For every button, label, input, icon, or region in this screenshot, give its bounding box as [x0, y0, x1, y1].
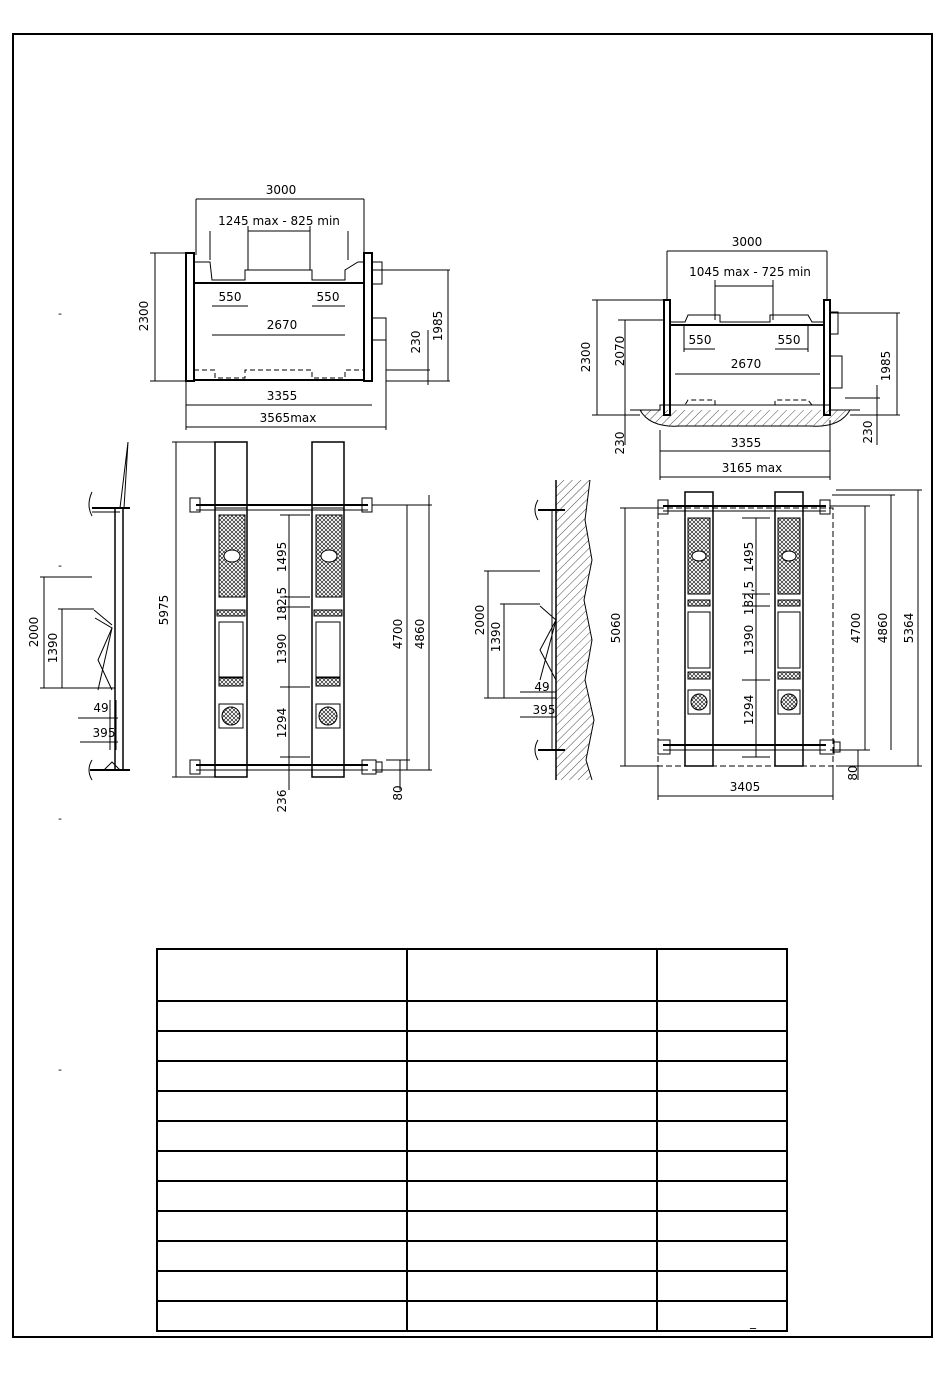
- dim-height-right-view: 2300: [579, 342, 593, 373]
- dim-80-left: 80: [391, 785, 405, 800]
- dim-2000-right: 2000: [473, 605, 487, 636]
- dim-4700-left: 4700: [391, 619, 405, 650]
- dim-5060: 5060: [609, 613, 623, 644]
- dim-pad-right: 550: [317, 290, 340, 304]
- table-row: [156, 1210, 788, 1242]
- side-view-right: [484, 479, 595, 781]
- dim-height-outer: 1985: [879, 351, 893, 382]
- side-view-left: [40, 441, 130, 781]
- dim-5364: 5364: [902, 613, 916, 644]
- dim-1390-top-right: 1390: [742, 625, 756, 656]
- margin-tick: -: [58, 559, 62, 572]
- dim-182-left: 182,5: [275, 587, 289, 621]
- dim-3000-right: 3000: [732, 235, 763, 249]
- table-end-mark: _: [750, 1315, 756, 1329]
- top-view-right-labels: 5060 1495 182,5 1390 1294 4700 4860 5364…: [609, 542, 916, 794]
- top-view-left: [172, 441, 432, 790]
- dim-1294-left: 1294: [275, 708, 289, 739]
- dim-1390-left: 1390: [46, 633, 60, 664]
- dim-height-inner: 2070: [613, 336, 627, 367]
- table-row: [156, 1060, 788, 1092]
- dim-80-right: 80: [846, 765, 860, 780]
- dim-4860-left: 4860: [413, 619, 427, 650]
- dim-3405: 3405: [730, 780, 761, 794]
- side-view-right-labels: 2000 1390 49 395: [473, 605, 555, 717]
- dim-height: 2300: [137, 301, 151, 332]
- dim-1495-left: 1495: [275, 542, 289, 573]
- dim-1390-right: 1390: [489, 622, 503, 653]
- top-view-left-labels: 5975 1495 182,5 1390 1294 4700 4860 236 …: [157, 542, 427, 813]
- dim-395-left: 395: [93, 726, 116, 740]
- dim-pit-depth: 230: [613, 432, 627, 455]
- dim-inner-width: 2670: [267, 318, 298, 332]
- dim-offset-outer: 230: [861, 421, 875, 444]
- dim-adjust-range: 1245 max - 825 min: [218, 214, 340, 228]
- dim-4700-right: 4700: [849, 613, 863, 644]
- front-view-left-labels: 3000 1245 max - 825 min 550 550 2670 230…: [137, 183, 445, 425]
- dim-pad-right-right: 550: [778, 333, 801, 347]
- margin-tick: -: [58, 812, 62, 825]
- table-row: [156, 1240, 788, 1272]
- dim-base-width-right: 3355: [731, 436, 762, 450]
- table-row: [156, 1120, 788, 1152]
- dim-max-width-right: 3165 max: [722, 461, 783, 475]
- dim-5975: 5975: [157, 595, 171, 626]
- table-row: [156, 1000, 788, 1032]
- dim-max-width: 3565max: [260, 411, 317, 425]
- table-row: [156, 1270, 788, 1302]
- dim-pad-left-right: 550: [689, 333, 712, 347]
- margin-tick: -: [58, 307, 62, 320]
- table-row: [156, 1180, 788, 1212]
- table-row: [156, 1090, 788, 1122]
- dim-182-right: 182,5: [742, 581, 756, 615]
- dim-49-right: 49: [534, 680, 549, 694]
- drawing-frame: [12, 33, 933, 1338]
- table-row: [156, 1300, 788, 1332]
- front-view-left: [150, 198, 450, 430]
- top-view-right: [620, 489, 922, 800]
- dim-height-right: 1985: [431, 311, 445, 342]
- spec-table: [156, 948, 788, 1332]
- dim-1294-right: 1294: [742, 695, 756, 726]
- dim-395-right: 395: [533, 703, 556, 717]
- dim-inner-width-right: 2670: [731, 357, 762, 371]
- dim-1390-top-left: 1390: [275, 634, 289, 665]
- dim-3000: 3000: [266, 183, 297, 197]
- table-row: [156, 1030, 788, 1062]
- front-view-right: [592, 250, 900, 480]
- front-view-right-labels: 3000 1045 max - 725 min 550 550 2670 230…: [579, 235, 893, 475]
- dim-adjust-range-right: 1045 max - 725 min: [689, 265, 811, 279]
- side-view-left-labels: 2000 1390 49 395: [27, 617, 115, 740]
- dim-base-width: 3355: [267, 389, 298, 403]
- dim-offset: 230: [409, 331, 423, 354]
- dim-pad-left: 550: [219, 290, 242, 304]
- table-row: [156, 1150, 788, 1182]
- margin-tick: -: [58, 1063, 62, 1076]
- dim-49-left: 49: [93, 701, 108, 715]
- dim-2000-left: 2000: [27, 617, 41, 648]
- dim-1495-right: 1495: [742, 542, 756, 573]
- dim-4860-right: 4860: [876, 613, 890, 644]
- dim-236: 236: [275, 790, 289, 813]
- table-header-row: [156, 948, 788, 1002]
